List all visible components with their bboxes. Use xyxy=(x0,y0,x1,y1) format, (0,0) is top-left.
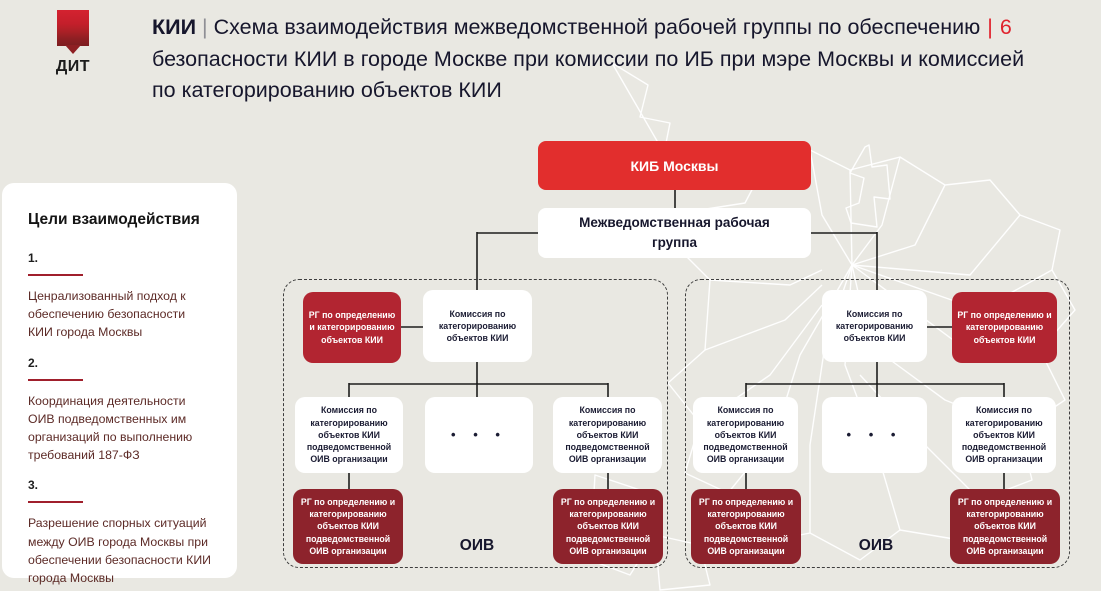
child-rg-node: РГ по определению и категорированию объе… xyxy=(950,489,1060,564)
goal-number: 3. xyxy=(28,478,39,493)
commission-categorization-node: Комиссия по категорированию объектов КИИ xyxy=(423,290,532,362)
goals-panel: Цели взаимодействия 1. Ценрализованный п… xyxy=(2,183,237,585)
dit-logo-icon xyxy=(57,10,89,46)
rg-categorization-node: РГ по определению и категорированию объе… xyxy=(952,292,1057,363)
child-rg-node: РГ по определению и категорированию объе… xyxy=(293,489,403,564)
oiv-group-left xyxy=(283,279,668,568)
child-rg-node: РГ по определению и категорированию объе… xyxy=(691,489,801,564)
goals-heading: Цели взаимодействия xyxy=(28,211,200,228)
goal-divider xyxy=(28,274,83,276)
goal-divider xyxy=(28,378,83,381)
child-commission-node: Комиссия по категорированию объектов КИИ… xyxy=(553,397,662,473)
title-line2: безопасности КИИ в городе Москве при ком… xyxy=(152,46,1025,71)
slide-title: КИИ|Схема взаимодействия межведомственно… xyxy=(152,12,1082,107)
ellipsis-node: • • • xyxy=(425,397,533,473)
dit-logo-label: ДИТ xyxy=(55,58,91,75)
title-prefix: КИИ xyxy=(152,15,197,39)
goal-text: Координация деятельности ОИВ подведомств… xyxy=(28,393,193,463)
dit-logo: ДИТ xyxy=(53,10,93,76)
kib-moscow-node: КИБ Москвы xyxy=(538,141,811,190)
goal-text: Разрешение спорных ситуаций между ОИВ го… xyxy=(28,516,212,585)
goal-divider xyxy=(28,501,83,504)
title-line3: по категорированию объектов КИИ xyxy=(152,78,502,102)
title-line1: Схема взаимодействия межведомственной ра… xyxy=(213,15,981,39)
interagency-working-group-node: Межведомственная рабочая группа xyxy=(538,208,811,258)
child-rg-node: РГ по определению и категорированию объе… xyxy=(553,489,663,564)
rg-categorization-node: РГ по определению и категорированию объе… xyxy=(303,292,401,363)
oiv-label: ОИВ xyxy=(858,537,894,554)
goal-number: 2. xyxy=(28,355,39,370)
oiv-label: ОИВ xyxy=(459,537,495,554)
child-commission-node: Комиссия по категорированию объектов КИИ… xyxy=(952,397,1056,473)
title-separator: | xyxy=(202,15,208,39)
goal-text: Ценрализованный подход к обеспечению без… xyxy=(28,289,186,340)
page-number: 6 xyxy=(999,15,1012,39)
child-commission-node: Комиссия по категорированию объектов КИИ… xyxy=(693,397,798,473)
ellipsis-node: • • • xyxy=(822,397,927,473)
oiv-group-right xyxy=(685,279,1070,568)
page-number-separator: | xyxy=(987,15,993,39)
commission-categorization-node: Комиссия по категорированию объектов КИИ xyxy=(822,290,927,362)
goal-number: 1. xyxy=(28,251,39,265)
child-commission-node: Комиссия по категорированию объектов КИИ… xyxy=(295,397,403,473)
